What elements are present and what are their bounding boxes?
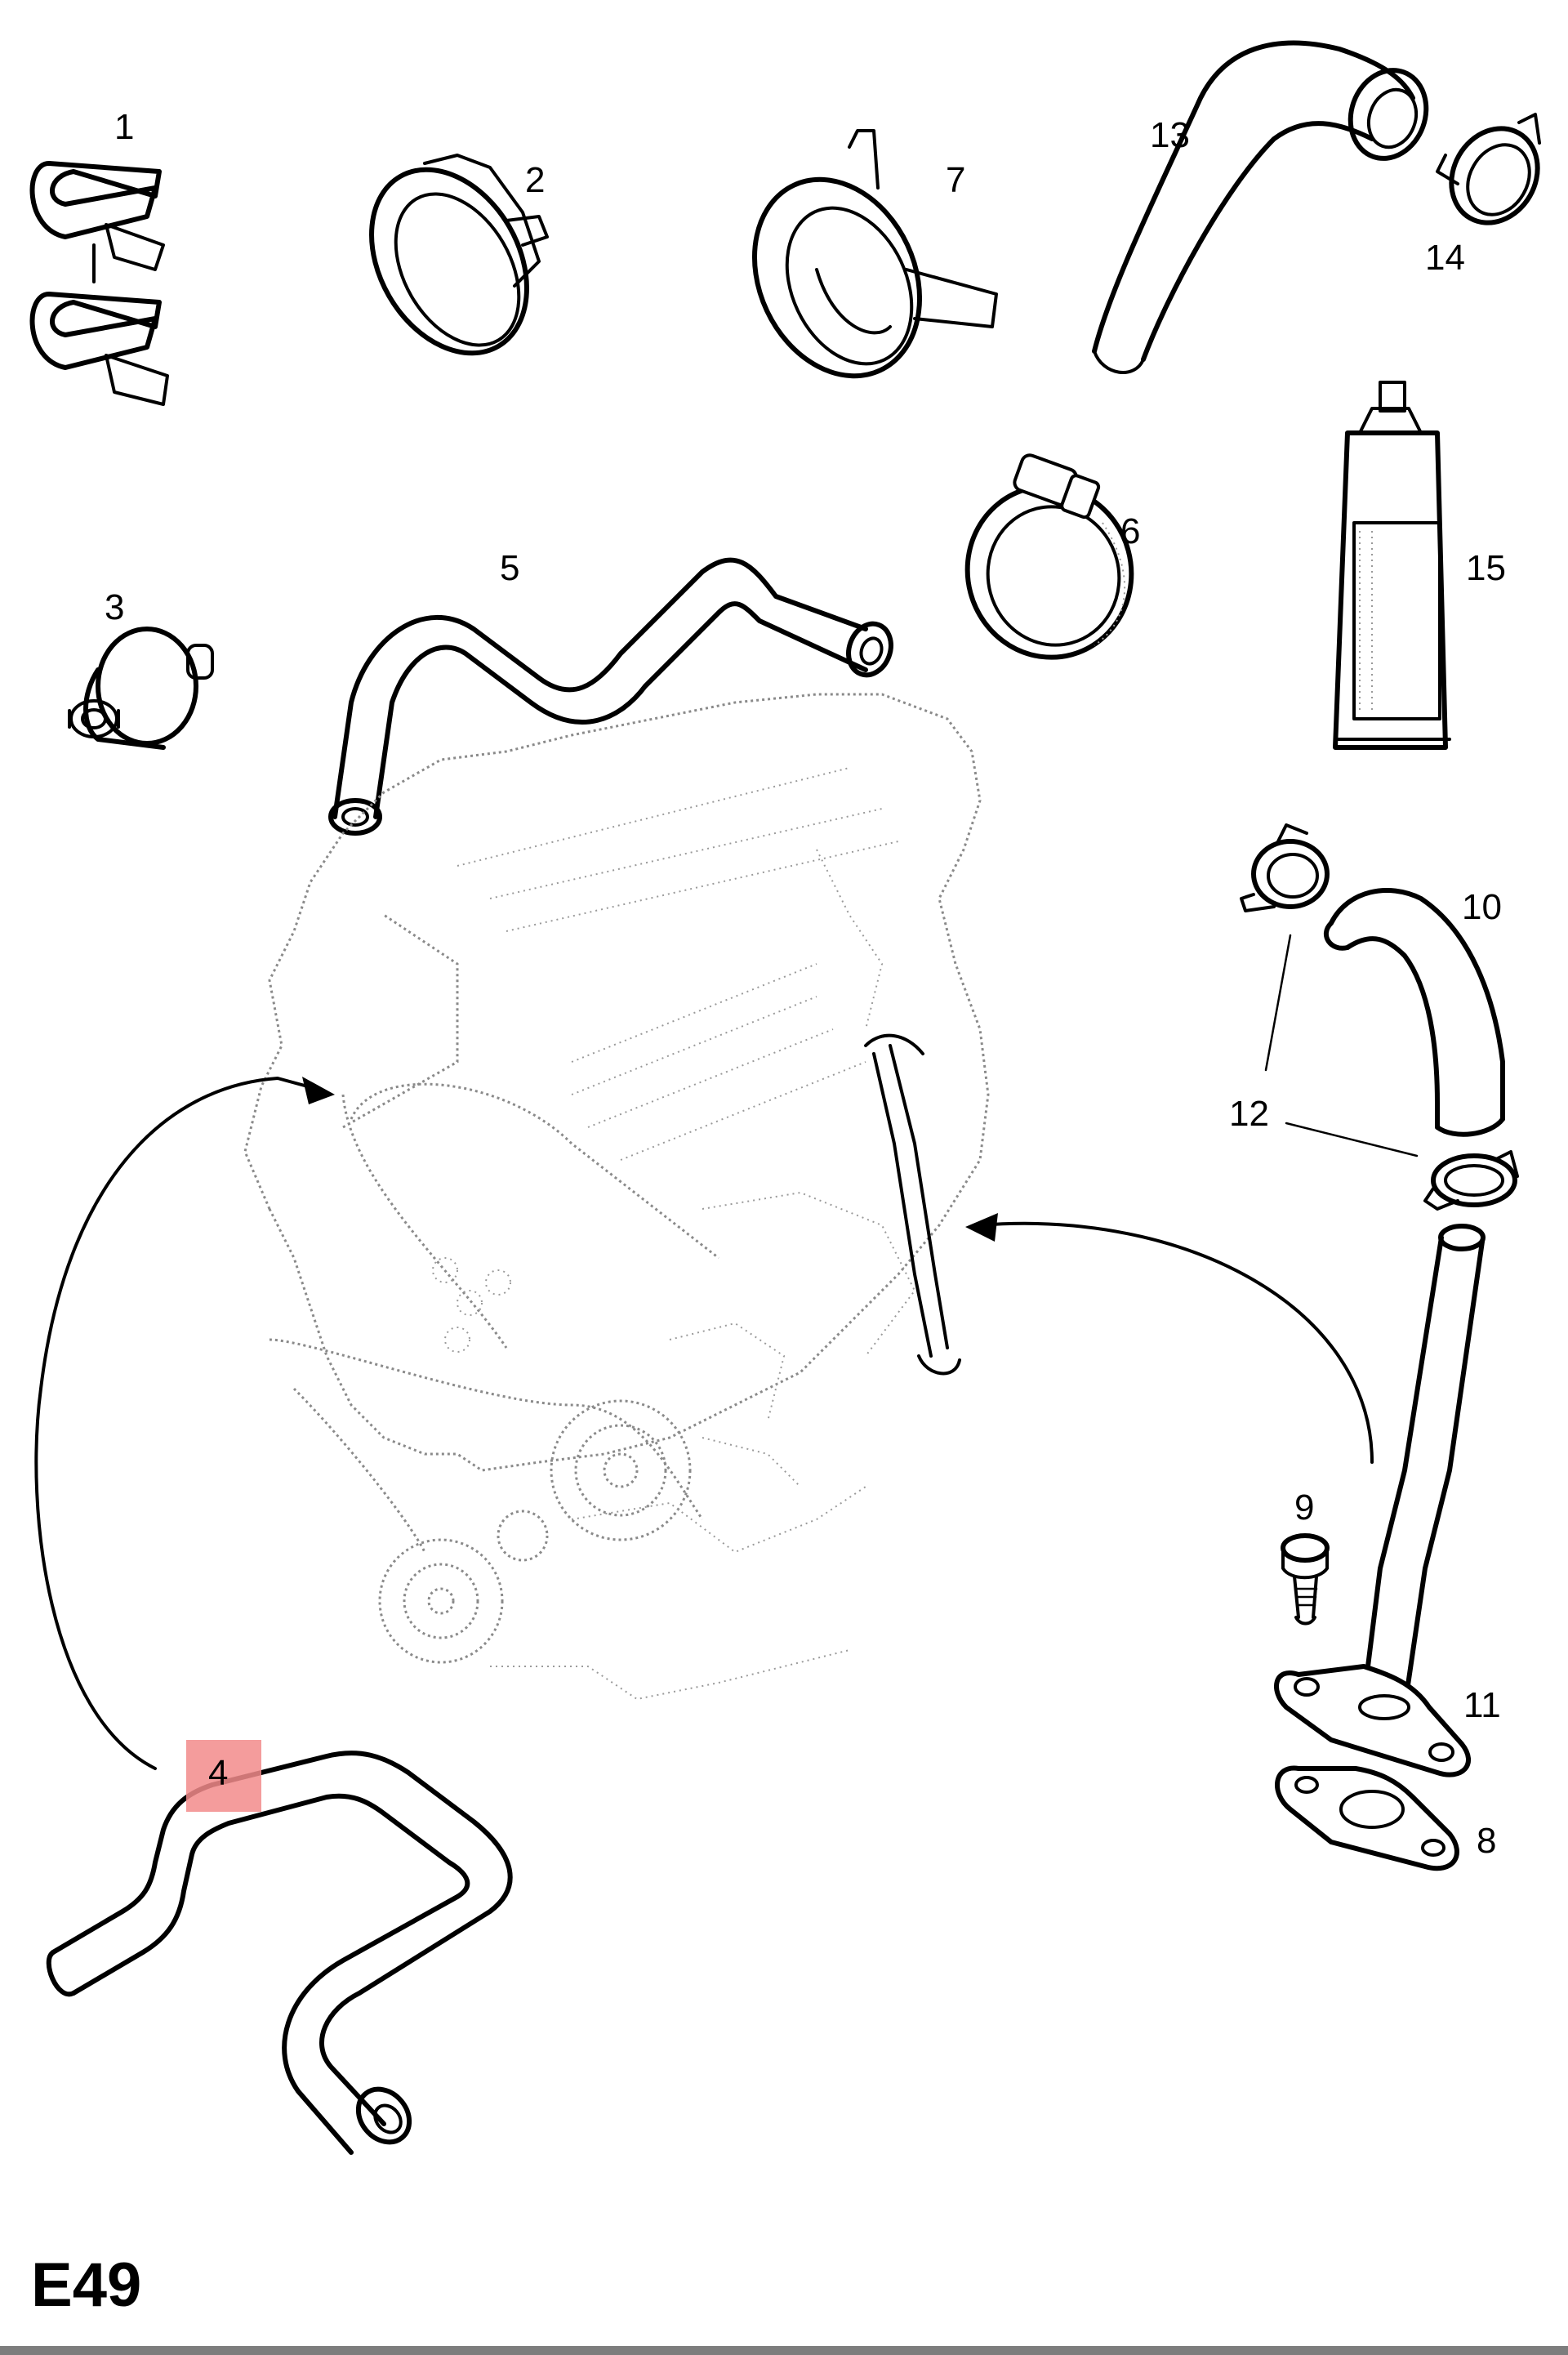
part-14-small-clamp[interactable] bbox=[1435, 113, 1555, 239]
part-9-bolt[interactable] bbox=[1281, 1533, 1330, 1626]
callout-8: 8 bbox=[1477, 1821, 1496, 1861]
part-12-clamp-lower[interactable] bbox=[1423, 1150, 1519, 1211]
callout-7: 7 bbox=[946, 160, 965, 200]
callout-10: 10 bbox=[1462, 887, 1502, 927]
part-7-spring-clamp[interactable] bbox=[724, 129, 998, 403]
part-3-mount[interactable] bbox=[68, 627, 214, 750]
part-10-upper-hose[interactable] bbox=[1324, 888, 1505, 1137]
callout-9: 9 bbox=[1294, 1487, 1314, 1528]
arrow-to-engine-left bbox=[34, 1077, 335, 1770]
callout-15: 15 bbox=[1466, 548, 1506, 588]
callout-14: 14 bbox=[1425, 238, 1465, 278]
callout-11: 11 bbox=[1463, 1685, 1501, 1725]
callout-4: 4 bbox=[208, 1753, 228, 1793]
callout-13: 13 bbox=[1150, 115, 1190, 155]
callout-1: 1 bbox=[114, 107, 134, 147]
arrow-to-engine-right bbox=[965, 1213, 1374, 1464]
callout-6: 6 bbox=[1120, 511, 1140, 551]
callout-3: 3 bbox=[105, 587, 124, 627]
part-12-leader-lines bbox=[1264, 934, 1419, 1157]
part-8-gasket[interactable] bbox=[1275, 1765, 1459, 1871]
part-2-band-clamp[interactable] bbox=[340, 142, 558, 381]
part-12-clamp-upper[interactable] bbox=[1240, 823, 1330, 912]
callout-2: 2 bbox=[525, 160, 545, 200]
part-13-elbow-hose[interactable] bbox=[1092, 40, 1438, 374]
part-4-bent-hose[interactable] bbox=[46, 1751, 513, 2155]
part-6-worm-clamp[interactable] bbox=[948, 453, 1151, 676]
part-11-tube-flange[interactable] bbox=[1274, 1224, 1486, 1777]
callout-5: 5 bbox=[500, 548, 519, 588]
part-5-wavy-hose[interactable] bbox=[328, 557, 898, 836]
footer-rule bbox=[0, 2346, 1568, 2355]
part-15-sealant-tube[interactable] bbox=[1333, 381, 1451, 750]
engine-illustration bbox=[243, 693, 990, 1701]
callout-12: 12 bbox=[1229, 1094, 1269, 1134]
page-code: E49 bbox=[31, 2250, 142, 2320]
callout-4-highlight bbox=[186, 1740, 261, 1812]
part-1-clip[interactable] bbox=[29, 161, 169, 406]
